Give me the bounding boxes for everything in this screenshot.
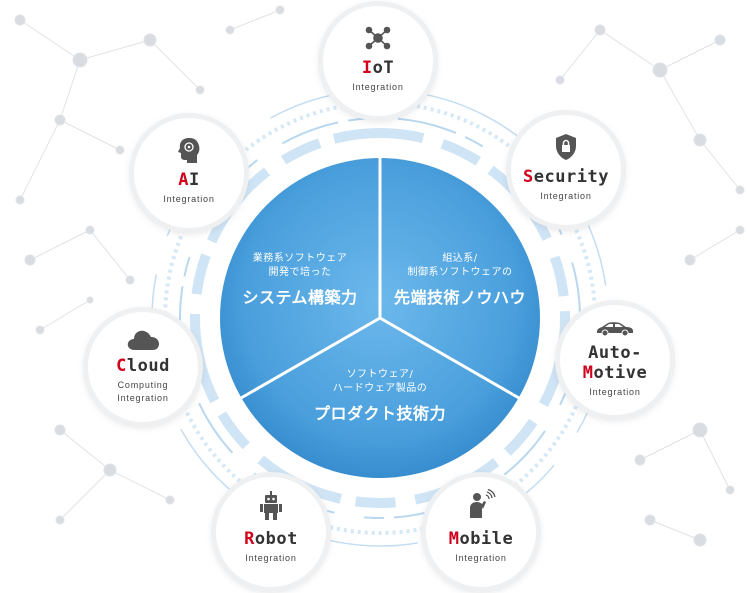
node-automotive-title: Motive	[560, 363, 670, 383]
node-ai-title: AI	[134, 170, 244, 190]
segment-product-line2: ハードウェア製品の	[332, 383, 428, 394]
car-icon	[560, 319, 670, 347]
node-ai-sub: Integration	[163, 194, 215, 204]
node-ai-initial: A	[178, 170, 189, 190]
node-automotive-sub: Integration	[589, 387, 641, 397]
node-cloud-rest: loud	[126, 356, 170, 376]
node-mobile-sub: Integration	[455, 553, 507, 563]
lock-icon	[511, 133, 621, 161]
node-cloud-sub-1: Computing	[117, 380, 169, 390]
node-automotive-rest: otive	[593, 363, 648, 383]
node-cloud-subs: Computing Integration	[88, 379, 198, 405]
segment-system-title: システム構築力	[242, 288, 358, 307]
segment-system-line2: 開発で培った	[268, 267, 332, 278]
node-mobile-title: Mobile	[426, 529, 536, 549]
segment-embedded-line2: 制御系ソフトウェアの	[407, 267, 513, 278]
node-robot-title: Robot	[216, 529, 326, 549]
node-security-rest: ecurity	[533, 167, 609, 187]
node-mobile-initial: M	[448, 529, 460, 549]
phone-user-icon	[426, 488, 536, 518]
segment-system-line1: 業務系ソフトウェア	[252, 253, 348, 264]
node-cloud-sub-2: Integration	[117, 393, 169, 403]
node-ai: AI Integration	[134, 118, 244, 228]
segment-embedded: 組込系/ 制御系ソフトウェアの 先端技術ノウハウ	[380, 252, 540, 308]
robot-icon	[216, 491, 326, 520]
node-robot-rest: obot	[254, 529, 298, 549]
node-mobile-rest: obile	[459, 529, 514, 549]
node-ai-rest: I	[189, 170, 200, 190]
node-iot-sub: Integration	[352, 82, 404, 92]
segment-system: 業務系ソフトウェア 開発で培った システム構築力	[225, 252, 375, 308]
node-mobile: Mobile Integration	[426, 477, 536, 587]
segment-product: ソフトウェア/ ハードウェア製品の プロダクト技術力	[300, 368, 460, 424]
node-automotive: Auto- Motive Integration	[560, 305, 670, 415]
node-robot-initial: R	[244, 529, 255, 549]
node-security-title: Security	[511, 167, 621, 187]
cloud-icon	[88, 328, 198, 356]
node-security-sub: Integration	[540, 191, 592, 201]
network-icon	[323, 24, 433, 52]
node-security: Security Integration	[511, 115, 621, 225]
node-iot-rest: oT	[372, 58, 395, 78]
node-robot-sub: Integration	[245, 553, 297, 563]
node-robot: Robot Integration	[216, 477, 326, 587]
node-iot-title: IoT	[323, 58, 433, 78]
node-automotive-initial: M	[582, 363, 594, 383]
node-cloud: Cloud Computing Integration	[88, 312, 198, 422]
network-background	[14, 5, 745, 547]
segment-product-title: プロダクト技術力	[313, 404, 446, 423]
node-automotive-line1: Auto-	[588, 343, 642, 363]
node-iot-initial: I	[361, 58, 373, 78]
node-iot: IoT Integration	[323, 6, 433, 116]
brain-head-icon	[134, 136, 244, 164]
segment-embedded-line1: 組込系/	[442, 253, 478, 264]
segment-dividers	[240, 158, 520, 400]
segment-embedded-title: 先端技術ノウハウ	[393, 288, 526, 307]
node-cloud-title: Cloud	[88, 356, 198, 376]
segment-product-line1: ソフトウェア/	[346, 369, 414, 380]
node-security-initial: S	[523, 167, 534, 187]
node-cloud-initial: C	[116, 356, 127, 376]
